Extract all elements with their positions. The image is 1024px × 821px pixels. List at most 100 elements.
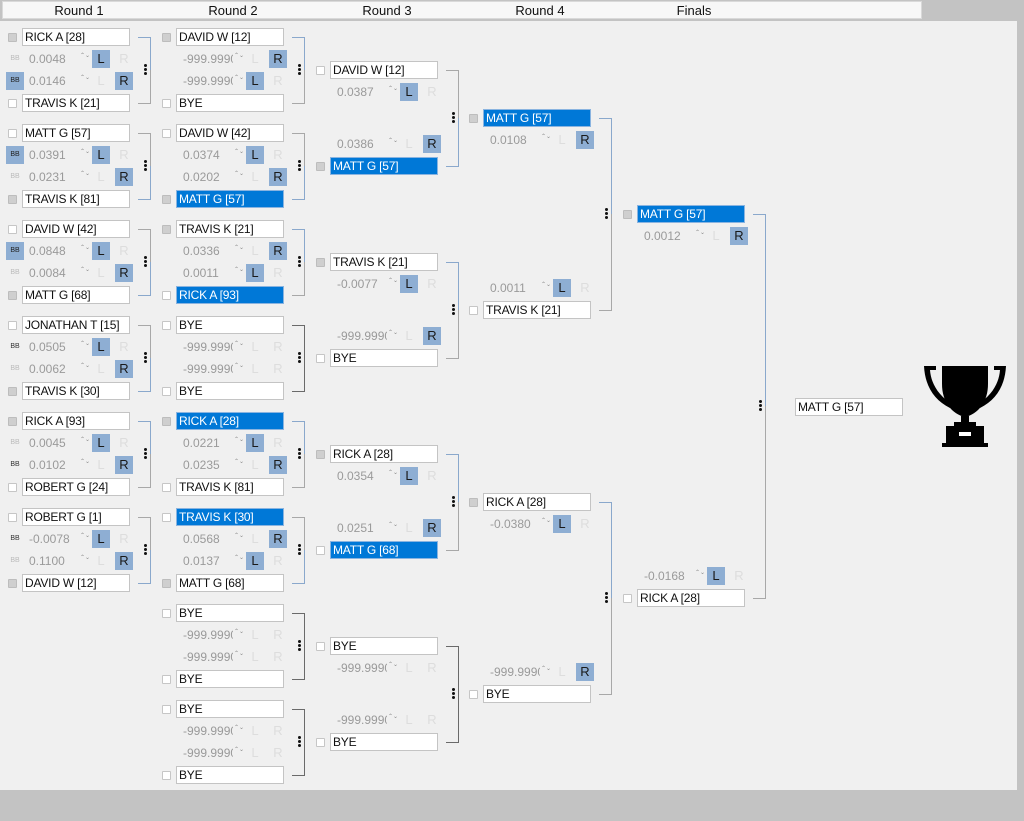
right-button[interactable]: R (115, 456, 133, 474)
competitor-name-field[interactable]: MATT G [68] (176, 574, 284, 592)
right-button[interactable]: R (734, 568, 744, 583)
match-menu-icon[interactable] (144, 448, 147, 459)
score-spinner[interactable]: ⌃⌄ (80, 363, 91, 369)
advance-checkbox[interactable] (162, 129, 171, 138)
score-value-input[interactable]: 0.0231 (29, 170, 66, 184)
match-menu-icon[interactable] (452, 688, 455, 699)
score-spinner[interactable]: ⌃⌄ (234, 171, 245, 177)
left-button[interactable]: L (251, 627, 259, 642)
score-value-input[interactable]: 0.0137 (183, 554, 220, 568)
right-button[interactable]: R (269, 168, 287, 186)
advance-checkbox[interactable] (162, 291, 171, 300)
score-spinner[interactable]: ⌃⌄ (80, 171, 91, 177)
score-value-input[interactable]: -999.9990 (183, 628, 233, 642)
right-button[interactable]: R (423, 135, 441, 153)
left-button[interactable]: L (251, 723, 259, 738)
competitor-name-field[interactable]: DAVID W [42] (22, 220, 130, 238)
bb-toggle[interactable]: BB (6, 242, 24, 260)
score-spinner[interactable]: ⌃⌄ (388, 714, 399, 720)
score-spinner[interactable]: ⌃⌄ (234, 533, 245, 539)
advance-checkbox[interactable] (162, 579, 171, 588)
score-spinner[interactable]: ⌃⌄ (388, 330, 399, 336)
competitor-name-field[interactable]: ROBERT G [1] (22, 508, 130, 526)
score-spinner[interactable]: ⌃⌄ (388, 662, 399, 668)
competitor-name-field[interactable]: TRAVIS K [30] (22, 382, 130, 400)
score-value-input[interactable]: 0.0012 (644, 229, 681, 243)
match-menu-icon[interactable] (298, 448, 301, 459)
right-button[interactable]: R (269, 242, 287, 260)
right-button[interactable]: R (115, 72, 133, 90)
score-spinner[interactable]: ⌃⌄ (388, 86, 399, 92)
bb-toggle[interactable]: BB (10, 343, 20, 350)
right-button[interactable]: R (423, 519, 441, 537)
score-spinner[interactable]: ⌃⌄ (234, 363, 245, 369)
score-value-input[interactable]: 0.0568 (183, 532, 220, 546)
score-value-input[interactable]: 0.0011 (183, 266, 219, 280)
score-value-input[interactable]: -999.9990 (183, 724, 233, 738)
competitor-name-field[interactable]: MATT G [57] (637, 205, 745, 223)
score-spinner[interactable]: ⌃⌄ (234, 341, 245, 347)
score-value-input[interactable]: 0.0374 (183, 148, 220, 162)
advance-checkbox[interactable] (8, 483, 17, 492)
right-button[interactable]: R (427, 468, 437, 483)
competitor-name-field[interactable]: RICK A [28] (176, 412, 284, 430)
advance-checkbox[interactable] (316, 162, 325, 171)
left-button[interactable]: L (400, 83, 418, 101)
left-button[interactable]: L (251, 745, 259, 760)
advance-checkbox[interactable] (469, 498, 478, 507)
left-button[interactable]: L (251, 339, 259, 354)
score-spinner[interactable]: ⌃⌄ (80, 245, 91, 251)
left-button[interactable]: L (558, 132, 566, 147)
score-value-input[interactable]: -999.9990 (337, 329, 387, 343)
competitor-name-field[interactable]: TRAVIS K [21] (22, 94, 130, 112)
score-value-input[interactable]: 0.0391 (29, 148, 66, 162)
left-button[interactable]: L (246, 146, 264, 164)
score-value-input[interactable]: 0.0221 (183, 436, 220, 450)
score-spinner[interactable]: ⌃⌄ (388, 278, 399, 284)
advance-checkbox[interactable] (162, 675, 171, 684)
competitor-name-field[interactable]: BYE (176, 94, 284, 112)
bb-toggle[interactable]: BB (10, 365, 20, 372)
right-button[interactable]: R (119, 339, 129, 354)
score-value-input[interactable]: -999.9990 (337, 713, 387, 727)
match-menu-icon[interactable] (144, 544, 147, 555)
score-value-input[interactable]: -999.9990 (183, 74, 233, 88)
right-button[interactable]: R (273, 265, 283, 280)
score-value-input[interactable]: -999.9990 (490, 665, 540, 679)
score-spinner[interactable]: ⌃⌄ (388, 470, 399, 476)
match-menu-icon[interactable] (144, 64, 147, 75)
competitor-name-field[interactable]: BYE (330, 733, 438, 751)
match-menu-icon[interactable] (605, 208, 608, 219)
competitor-name-field[interactable]: DAVID W [12] (330, 61, 438, 79)
advance-checkbox[interactable] (623, 594, 632, 603)
left-button[interactable]: L (251, 457, 259, 472)
score-value-input[interactable]: 0.0048 (29, 52, 66, 66)
left-button[interactable]: L (405, 712, 413, 727)
advance-checkbox[interactable] (316, 546, 325, 555)
right-button[interactable]: R (576, 131, 594, 149)
left-button[interactable]: L (92, 50, 110, 68)
competitor-name-field[interactable]: TRAVIS K [21] (483, 301, 591, 319)
score-spinner[interactable]: ⌃⌄ (80, 53, 91, 59)
competitor-name-field[interactable]: TRAVIS K [30] (176, 508, 284, 526)
score-spinner[interactable]: ⌃⌄ (80, 437, 91, 443)
competitor-name-field[interactable]: RICK A [28] (330, 445, 438, 463)
advance-checkbox[interactable] (469, 114, 478, 123)
match-menu-icon[interactable] (452, 304, 455, 315)
bb-toggle[interactable]: BB (6, 146, 24, 164)
competitor-name-field[interactable]: TRAVIS K [81] (176, 478, 284, 496)
advance-checkbox[interactable] (469, 306, 478, 315)
left-button[interactable]: L (558, 664, 566, 679)
left-button[interactable]: L (246, 552, 264, 570)
score-value-input[interactable]: 0.0354 (337, 469, 374, 483)
right-button[interactable]: R (269, 50, 287, 68)
right-button[interactable]: R (273, 361, 283, 376)
right-button[interactable]: R (115, 360, 133, 378)
score-value-input[interactable]: 0.0387 (337, 85, 374, 99)
left-button[interactable]: L (97, 265, 105, 280)
competitor-name-field[interactable]: TRAVIS K [21] (330, 253, 438, 271)
bb-toggle[interactable]: BB (6, 72, 24, 90)
score-spinner[interactable]: ⌃⌄ (234, 651, 245, 657)
left-button[interactable]: L (251, 531, 259, 546)
right-button[interactable]: R (115, 264, 133, 282)
